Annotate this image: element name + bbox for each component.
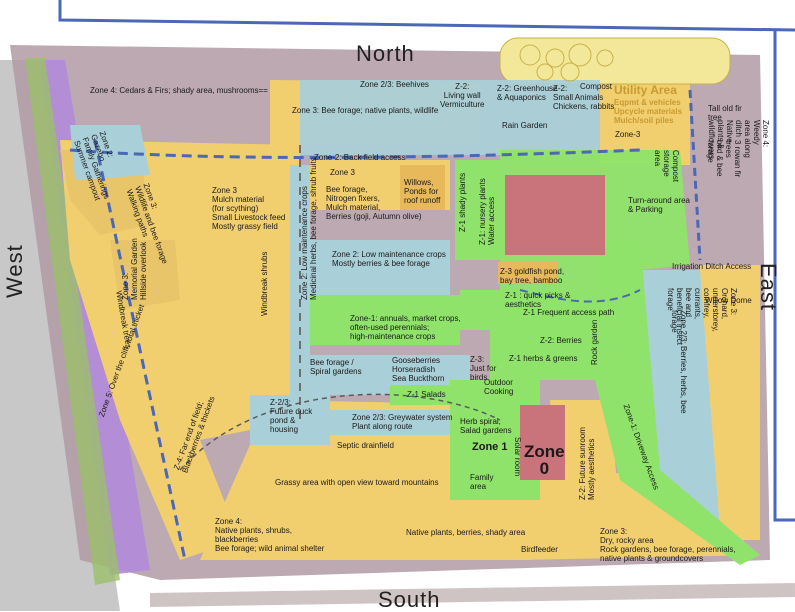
label-outdoor-cooking: Outdoor Cooking	[484, 378, 514, 396]
label-living-wall: Z-2: Living wall Vermiculture	[440, 82, 485, 109]
label-tall-old-fir: Tall old fir tree	[708, 104, 742, 122]
label-shady-plants: Z-1 shady plants	[458, 172, 467, 232]
label-just-birds: Z-3: Just for birds	[470, 355, 497, 382]
label-turn-around: Turn-around area & Parking	[628, 196, 690, 214]
zone2-sunroom	[550, 400, 620, 520]
goldfish-pond-block	[498, 262, 558, 284]
label-zone3-bee-forage: Zone 3: Bee forage; native plants, wildl…	[292, 106, 439, 115]
willows-block	[400, 165, 445, 210]
label-native-berries: Native plants, berries, shady area	[406, 528, 526, 537]
label-beehives: Zone 2/3: Beehives	[360, 80, 429, 89]
compass-north: North	[356, 41, 415, 66]
label-willow-dome: Willow Dome	[705, 296, 752, 305]
greywater-route	[179, 393, 501, 471]
label-herbs-greens: Z-1 herbs & greens	[509, 354, 578, 363]
label-bee-forage-nitrogen: Bee forage, Nitrogen fixers, Mulch mater…	[326, 185, 422, 221]
label-back-field-access: Zone-2: Back field access	[314, 153, 406, 162]
utility-area	[499, 37, 731, 85]
label-nursery: Z-1: nursery plants Water access	[478, 178, 496, 245]
label-birdfeeder: Birdfeeder	[521, 545, 558, 554]
zone1-shady-nursery	[455, 160, 500, 260]
label-berries-z2: Z-2: Berries	[540, 336, 582, 345]
label-solar-room: Solar room	[513, 437, 522, 477]
label-herb-spiral: Herb spiral, Salad gardens	[460, 417, 512, 435]
label-utility-items: Eqpmt & vehicles Upcycle materials Mulch…	[614, 98, 683, 125]
label-berries-herbs: Zone 2/3: Berries, herbs, bee forage	[670, 310, 688, 414]
label-septic: Septic drainfield	[337, 441, 394, 450]
label-duck-pond: Z-2/3: Future duck pond & housing	[270, 398, 313, 434]
utility-scribbles	[519, 43, 614, 82]
label-quick-picks: Z-1 : quick picks & aesthetics	[505, 291, 571, 309]
label-frequent-path: Z-1 Frequent access path	[523, 308, 615, 317]
west-green-strip	[25, 58, 120, 585]
frequent-access-path	[519, 289, 641, 303]
compass-west: West	[2, 244, 27, 298]
compass-east: East	[756, 263, 781, 312]
label-rowan-trees: 3 rowan fir trees bird & bee forage	[706, 140, 742, 178]
label-zone4-native: Zone 4: Native plants, shrubs, blackberr…	[215, 517, 325, 553]
back-field-path	[69, 148, 641, 159]
zone1-herbs	[490, 330, 600, 380]
label-grassy-view: Grassy area with open view toward mounta…	[275, 478, 439, 487]
label-zone4-cedars: Zone 4: Cedars & Firs; shady area, mushr…	[90, 86, 268, 95]
label-rock-garden: Rock garden	[590, 319, 599, 365]
north-ditch	[58, 0, 795, 32]
label-zone3-small: Zone 3	[330, 168, 355, 177]
label-zone3-right: Zone-3	[615, 130, 641, 139]
label-zone3-dry: Zone 3: Dry, rocky area Rock gardens, be…	[600, 527, 736, 563]
label-zone0: Zone 0	[524, 442, 565, 478]
zone3-memorial	[110, 240, 180, 310]
label-low-maint: Zone 2: Low maintenance crops Mostly ber…	[332, 250, 446, 268]
label-compost-storage: Compost storage area	[653, 150, 680, 183]
label-compost: Compost	[580, 82, 613, 91]
label-gooseberries: Gooseberries Horseradish Sea Buckthorn	[392, 356, 445, 383]
label-windbreak-shrubs: Windbreak shrubs	[260, 251, 269, 316]
zone2-north-strip	[300, 80, 600, 155]
east-ditch	[773, 30, 795, 522]
label-future-sunroom: Z-2: Future sunroom Mostly aesthetics	[578, 427, 596, 500]
label-rain-garden: Rain Garden	[502, 121, 548, 130]
label-willows: Willows, Ponds for roof runoff	[404, 178, 441, 205]
zone2-duck-pond	[250, 395, 330, 445]
zone3-northeast	[600, 78, 690, 165]
south-road	[149, 583, 795, 607]
compass-south: South	[378, 587, 441, 612]
label-greywater: Zone 2/3: Greywater system Plant along r…	[352, 413, 453, 431]
label-memorial: Zone 3: Memorial Garden Hillside overloo…	[121, 238, 148, 300]
label-zone1-big: Zone 1	[472, 441, 508, 453]
zone1-house-area	[450, 380, 540, 500]
building-barn	[505, 175, 605, 255]
label-bee-forage-spiral: Bee forage / Spiral gardens	[310, 358, 362, 376]
label-medicinal: Zone 2: Low maintenance crops Medicinal …	[300, 157, 318, 300]
zone2-berries-herbs	[640, 270, 720, 530]
zone2-low-maint	[310, 240, 450, 295]
zone1-salads	[390, 385, 460, 405]
label-small-animals: Z-2: Small Animals Chickens, rabbits	[553, 84, 615, 111]
label-z1-salads: Z-1 Salads	[407, 390, 446, 399]
label-zone3-mulch: Zone 3 Mulch material (for scything) Sma…	[212, 186, 286, 231]
west-boundary-path	[93, 139, 187, 561]
building-house	[520, 405, 565, 480]
zone1-driveway	[590, 240, 760, 565]
label-irrigation: Irrigation Ditch Access	[672, 262, 752, 271]
label-family-area: Family area	[470, 473, 494, 491]
label-goldfish: Z-3 goldfish pond, bay tree, bamboo	[500, 267, 565, 285]
east-path	[688, 89, 702, 261]
zone2-greywater	[330, 410, 470, 435]
label-zone1-annuals: Zone-1: annuals, market crops, often-use…	[350, 314, 461, 341]
zone1-annuals	[310, 295, 460, 345]
label-greenhouse: Z-2: Greenhouse & Aquaponics	[497, 84, 558, 102]
label-utility-title: Utility Area	[614, 83, 677, 97]
